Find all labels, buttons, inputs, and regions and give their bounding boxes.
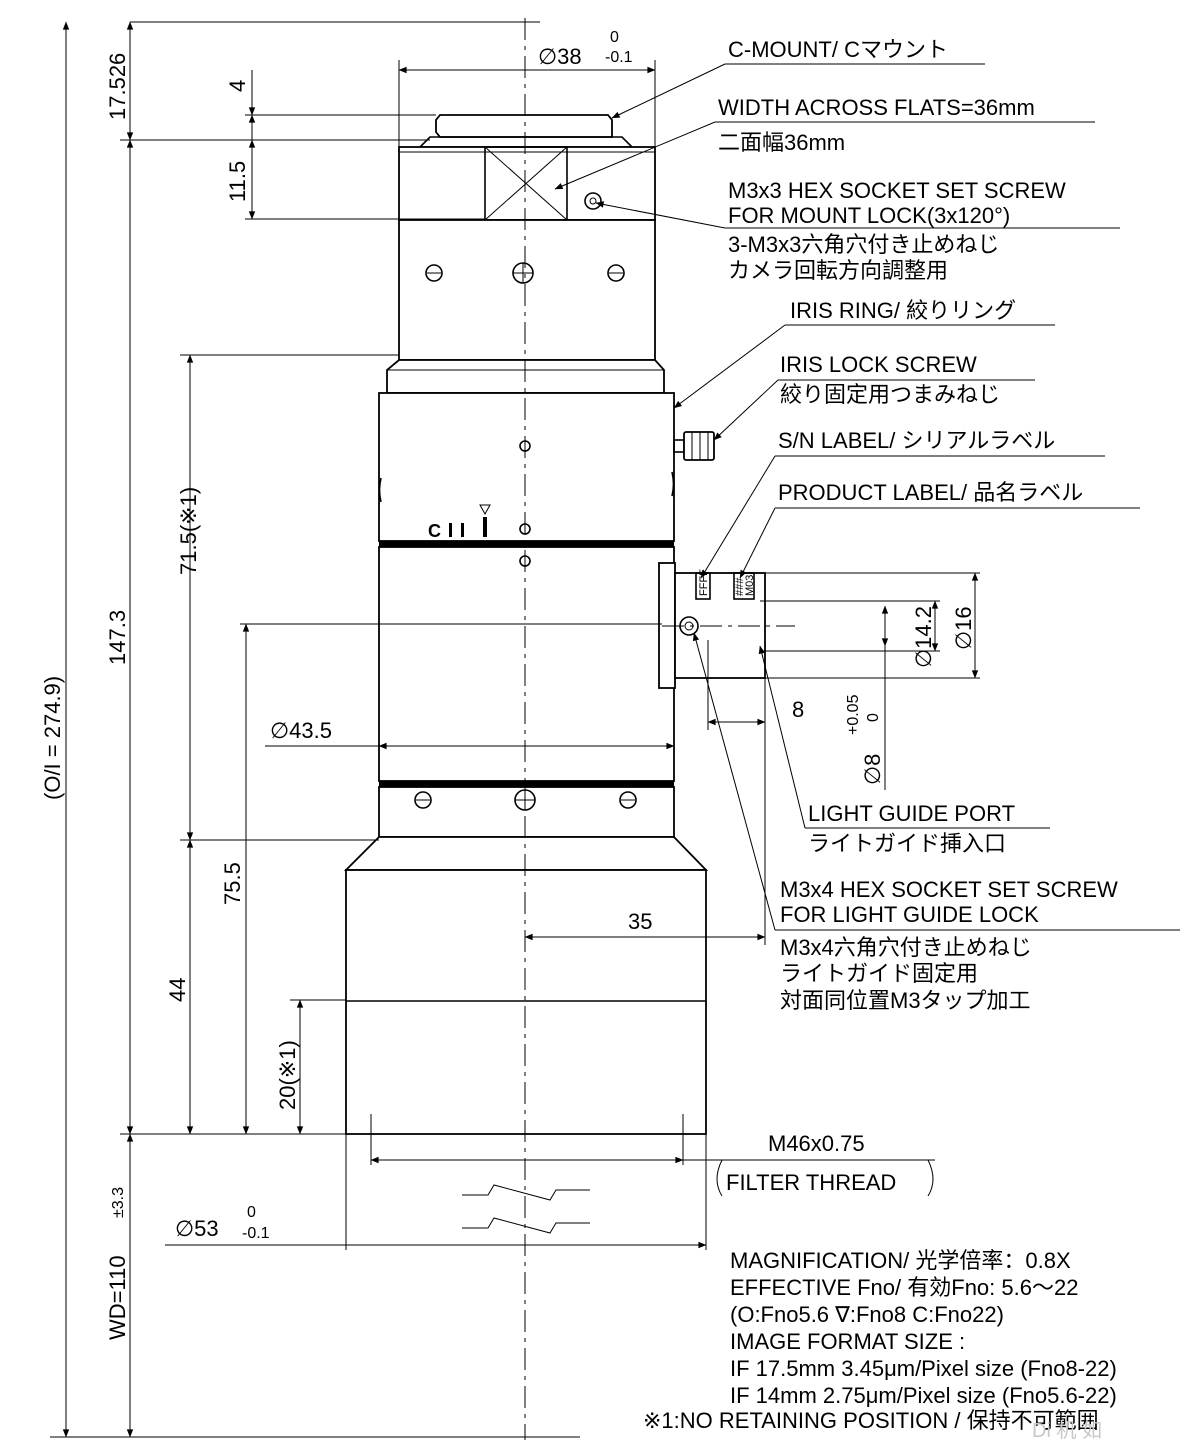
specifications: MAGNIFICATION/ 光学倍率：0.8X EFFECTIVE Fno/ … [730,1247,1117,1409]
dim-d53: ∅53 [175,1216,219,1241]
lower-ring [378,786,675,838]
callout-lg-screw-jp3: 対面同位置M3タップ加工 [780,988,1031,1013]
mount-ring [398,146,656,221]
callout-width-flats-jp: 二面幅36mm [718,130,845,155]
dim-d53-tol-lower: -0.1 [242,1225,270,1242]
callout-width-flats: WIDTH ACROSS FLATS=36mm [718,95,1035,120]
callout-sn-label: S/N LABEL/ シリアルラベル [778,428,1055,453]
front-barrel [345,869,707,1135]
dimension-lines [50,21,980,1438]
dim-8: 8 [792,697,804,722]
watermark: Di 机 如 [1032,1420,1102,1442]
spec-fno-marks: (O:Fno5.6 ∇:Fno8 C:Fno22) [730,1302,1004,1327]
c-mount-thread [435,114,613,138]
dim-d43-5: ∅43.5 [270,718,332,743]
mount-flange [418,136,634,148]
callout-iris-lock-jp: 絞り固定用つまみねじ [780,382,1000,407]
dim-17-526: 17.526 [105,53,130,120]
callout-mount-screw-jp1: 3-M3x3六角穴付き止めねじ [728,232,999,257]
callout-mount-screw-1: M3x3 HEX SOCKET SET SCREW [728,178,1066,203]
footnote: ※1:NO RETAINING POSITION / 保持不可範囲 [643,1408,1099,1433]
dim-35: 35 [628,909,652,934]
lens-body: C FFFF ### M03 [343,114,766,1135]
callout-lg-screw-jp1: M3x4六角穴付き止めねじ [780,935,1032,960]
dim-d16: ∅16 [951,606,976,650]
spec-fno: EFFECTIVE Fno/ 有効Fno: 5.6～22 [730,1275,1079,1300]
callout-filter-thread: M46x0.75 [768,1131,865,1156]
callout-texts: C-MOUNT/ Cマウント WIDTH ACROSS FLATS=36mm 二… [718,37,1118,1195]
upper-barrel [398,219,656,361]
upper-screws [425,262,625,284]
front-taper [343,836,709,871]
callout-lg-screw-2: FOR LIGHT GUIDE LOCK [780,902,1039,927]
callout-lg-screw-jp2: ライトガイド固定用 [780,961,978,986]
callout-filter-label: FILTER THREAD [726,1170,896,1195]
callout-iris-lock: IRIS LOCK SCREW [780,352,977,377]
spec-format-2: IF 14mm 2.75μm/Pixel size (Fno5.6-22) [730,1383,1117,1408]
dim-d53-tol-upper: 0 [247,1204,256,1221]
dim-d8-tol-upper: +0.05 [845,694,862,735]
dim-274-9: (O/I = 274.9) [40,676,65,800]
dim-11-5: 11.5 [225,161,250,202]
callout-mount-screw-2: FOR MOUNT LOCK(3x120°) [728,203,1010,228]
dim-20: 20(※1) [275,1040,300,1110]
dim-d38: ∅38 [538,44,582,69]
spec-format-1: IF 17.5mm 3.45μm/Pixel size (Fno8-22) [730,1356,1117,1381]
callout-lg-screw-1: M3x4 HEX SOCKET SET SCREW [780,877,1118,902]
middle-barrel [378,546,675,782]
product-label-text: ### [734,577,746,596]
iris-mark-triangle [479,504,491,516]
dim-71-5: 71.5(※1) [176,487,201,575]
dimension-texts: ∅38 0 -0.1 ∅43.5 ∅53 0 -0.1 35 8 ∅14.2 ∅… [40,29,976,1340]
dim-d8: ∅8 [860,754,885,785]
leader-lines [554,63,1180,1197]
spec-format-title: IMAGE FORMAT SIZE : [730,1329,966,1354]
dim-75-5: 75.5 [220,862,245,905]
callout-light-guide: LIGHT GUIDE PORT [808,801,1015,826]
dim-wd-tol: ±3.3 [110,1187,127,1218]
callout-mount-screw-jp2: カメラ回転方向調整用 [728,258,948,283]
dim-d8-tol-lower: 0 [865,713,882,722]
callout-c-mount: C-MOUNT/ Cマウント [728,37,948,62]
iris-ring [378,392,675,542]
dim-d38-tol-lower: -0.1 [605,49,633,66]
callout-product-label: PRODUCT LABEL/ 品名ラベル [778,480,1083,505]
dim-d38-tol-upper: 0 [610,29,619,46]
spec-magnification: MAGNIFICATION/ 光学倍率：0.8X [730,1248,1071,1273]
dim-wd: WD=110 [105,1255,130,1340]
dim-4: 4 [225,80,250,92]
dim-44: 44 [165,978,190,1002]
dim-147-3: 147.3 [105,610,130,665]
dim-d14-2: ∅14.2 [911,606,936,668]
callout-light-guide-jp: ライトガイド挿入口 [808,831,1006,856]
callout-iris-ring: IRIS RING/ 絞りリング [790,298,1016,323]
iris-lock-screw [683,431,715,461]
product-label-text2: M03 [744,575,756,596]
mount-lock-screw [584,192,602,210]
iris-mark-c: C [428,521,441,541]
